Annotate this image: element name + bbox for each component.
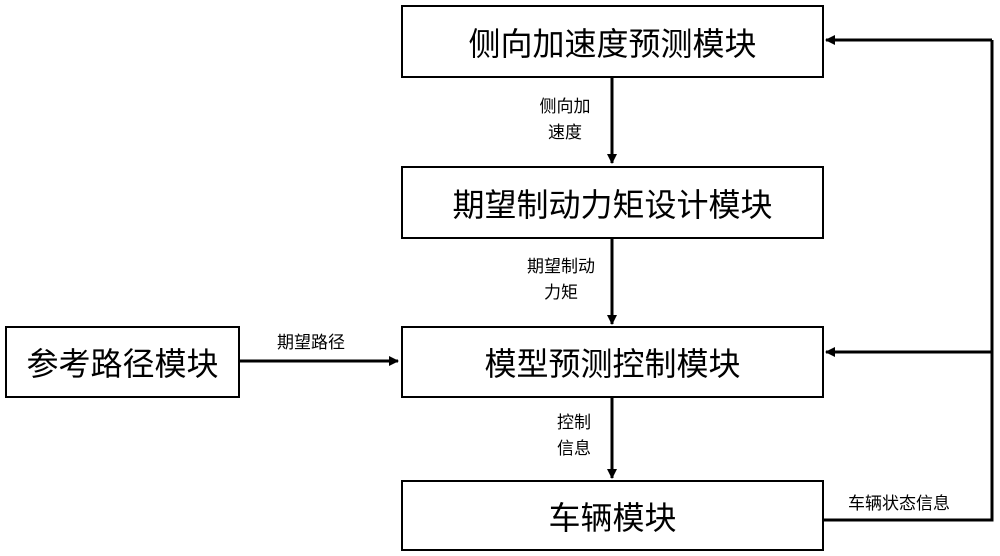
brake-torque-signal-line2: 力矩 — [520, 280, 602, 306]
lateral-accel-module-label: 侧向加速度预测模块 — [468, 19, 756, 65]
lateral-accel-signal-line2: 速度 — [535, 120, 595, 146]
control-signal-line1: 控制 — [552, 410, 596, 436]
vehicle-module: 车辆模块 — [401, 480, 824, 551]
lateral-accel-signal-label: 侧向加 速度 — [535, 94, 595, 146]
vehicle-state-signal-label: 车辆状态信息 — [848, 491, 950, 517]
brake-torque-signal-label: 期望制动 力矩 — [520, 254, 602, 306]
mpc-module: 模型预测控制模块 — [401, 326, 824, 398]
control-signal-line2: 信息 — [552, 436, 596, 462]
lateral-accel-signal-line1: 侧向加 — [535, 94, 595, 120]
brake-torque-module: 期望制动力矩设计模块 — [401, 166, 824, 239]
brake-torque-signal-line1: 期望制动 — [520, 254, 602, 280]
mpc-module-label: 模型预测控制模块 — [484, 339, 740, 385]
feedback-line — [824, 40, 992, 520]
ref-path-module-label: 参考路径模块 — [26, 339, 218, 385]
brake-torque-module-label: 期望制动力矩设计模块 — [452, 180, 772, 226]
ref-path-module: 参考路径模块 — [5, 326, 240, 398]
lateral-accel-module: 侧向加速度预测模块 — [401, 5, 824, 78]
desired-path-signal-label: 期望路径 — [277, 330, 345, 356]
control-signal-label: 控制 信息 — [552, 410, 596, 462]
vehicle-module-label: 车辆模块 — [548, 493, 676, 539]
